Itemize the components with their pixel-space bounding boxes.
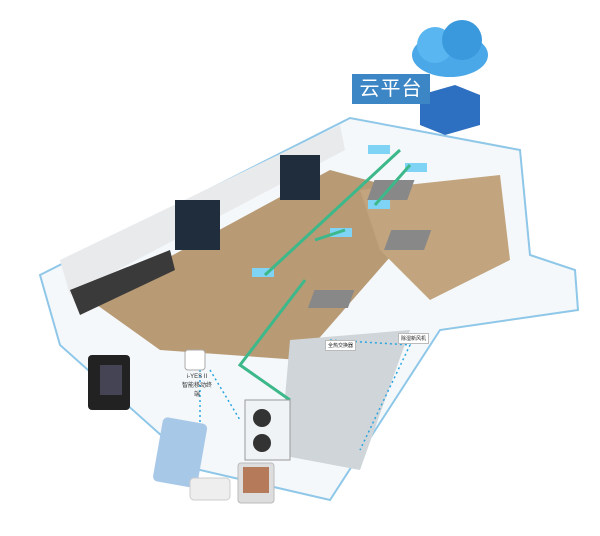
outdoor-unit [244,399,291,461]
device-caption: i-YES II 智能移动终端 [180,374,214,398]
iyes-device [184,349,206,371]
ac-unit [368,145,390,154]
balcony-floor [280,330,410,470]
wood-floor [90,170,440,360]
server-stack-icon [420,85,480,135]
signal-line [199,339,412,460]
tablet-device [153,417,208,488]
device-name: i-YES II [186,374,208,380]
ac-unit [368,200,390,209]
bed [307,290,355,308]
cloud-platform-label: 云平台 [352,74,430,104]
bedroom-floor [360,175,510,300]
ac-unit [405,163,427,172]
dark-room [280,155,320,200]
bed [367,180,415,200]
duct-line [237,148,412,402]
device-desc: 智能移动终端 [181,383,212,398]
dehumidifier-label: 除湿新风机 [398,333,430,344]
ac-unit [252,268,274,277]
kitchen-counter [70,250,175,315]
heat-exchanger-label: 全热交换器 [325,340,357,351]
dark-room [175,200,220,250]
speaker-device [189,477,231,501]
bed [384,230,432,250]
